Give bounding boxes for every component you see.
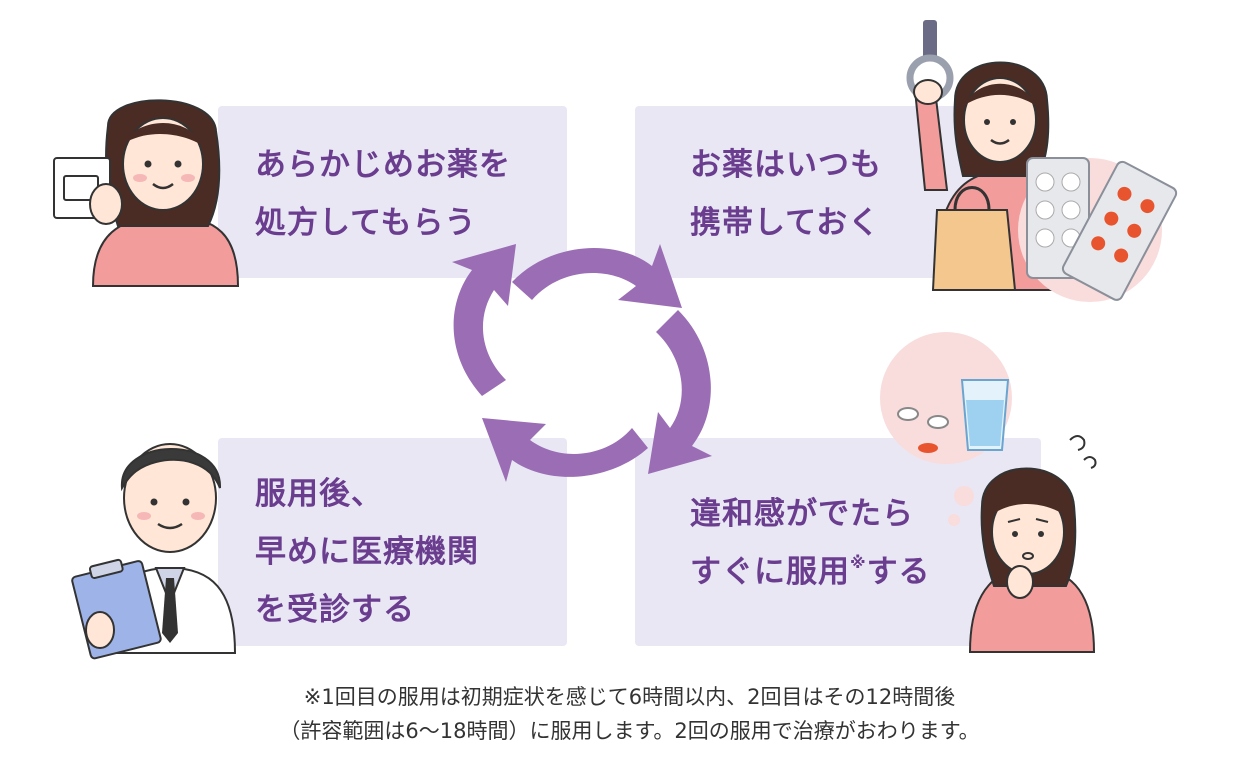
step-text-take-medicine: 違和感がでたら すぐに服用※する — [690, 485, 931, 601]
note-mark: ※ — [850, 553, 867, 572]
doctor-illustration — [71, 443, 237, 660]
water-glass-icon — [960, 379, 1010, 451]
step-text-line: あらかじめお薬を — [255, 147, 511, 183]
step-text-line: 違和感がでたら — [690, 496, 914, 532]
cycle-arrow-right — [648, 310, 712, 474]
cycle-arrows-icon — [452, 244, 712, 482]
step-text-visit-clinic: 服用後、 早めに医療機関 を受診する — [255, 465, 479, 639]
step-card-visit-clinic — [218, 438, 567, 646]
footnote-line-2: （許容範囲は6〜18時間）に服用します。2回の服用で治療がおわります。 — [279, 719, 980, 743]
step-text-carry: お薬はいつも 携帯しておく — [690, 136, 882, 252]
cycle-arrow-top — [512, 244, 682, 308]
step-text-line: 早めに医療機関 — [255, 534, 479, 570]
step-text-line: 服用後、 — [255, 476, 383, 512]
woman-with-medicine-illustration — [53, 99, 240, 287]
step-text-suffix: する — [866, 554, 931, 590]
step-text-line: お薬はいつも — [690, 147, 882, 183]
worried-woman-illustration — [880, 332, 1097, 653]
step-text-line: を受診する — [255, 592, 415, 628]
step-text-line: 携帯しておく — [690, 205, 881, 241]
step-text-line: 処方してもらう — [255, 205, 477, 241]
step-text-line: すぐに服用※する — [690, 543, 931, 601]
step-text-line-main: すぐに服用 — [690, 554, 850, 590]
footnote-line-1: ※1回目の服用は初期症状を感じて6時間以内、2回目はその12時間後 — [303, 685, 956, 709]
cycle-arrow-left — [452, 244, 516, 396]
step-card-take-medicine — [635, 438, 1041, 646]
pill-sheet-icon — [1026, 157, 1178, 301]
cycle-arrow-bottom — [482, 418, 648, 482]
step-text-prescription: あらかじめお薬を 処方してもらう — [255, 136, 511, 252]
woman-carrying-medicine-illustration — [906, 20, 1178, 302]
footnote: ※1回目の服用は初期症状を感じて6時間以内、2回目はその12時間後 （許容範囲は… — [0, 680, 1259, 748]
